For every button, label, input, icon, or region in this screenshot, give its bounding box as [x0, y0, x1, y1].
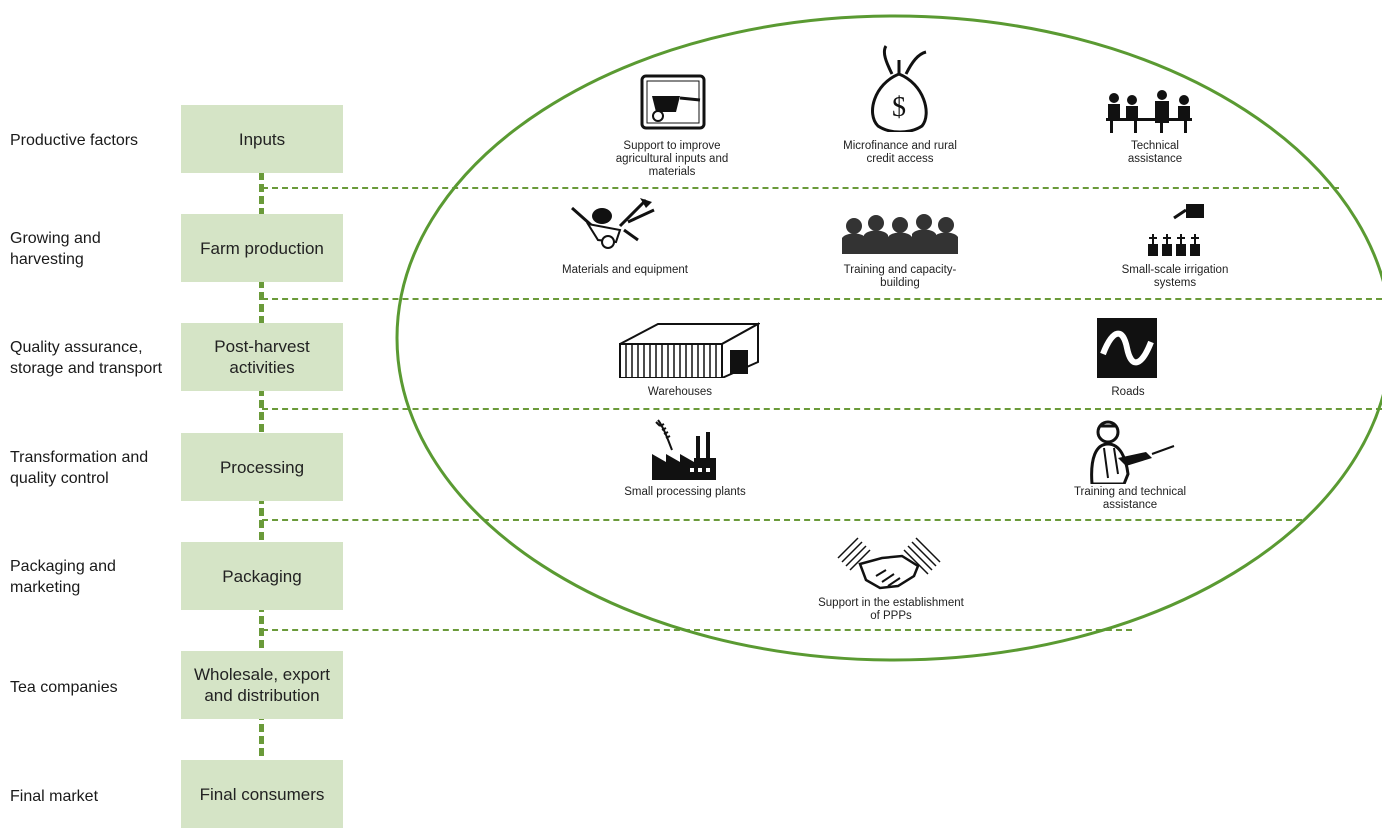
- stage-box-processing: Processing: [181, 433, 343, 501]
- category-transformation: Transformation and quality control: [10, 449, 149, 487]
- separator-line: [262, 187, 1339, 189]
- svg-text:$: $: [892, 92, 906, 123]
- caption-ppps: Support in the establishment of PPPs: [818, 597, 964, 622]
- stage-box-packaging: Packaging: [181, 542, 343, 610]
- caption-warehouses: Warehouses: [647, 386, 713, 398]
- caption-processing-plants: Small processing plants: [624, 486, 746, 498]
- caption-agri-inputs: Support to improve agricultural inputs a…: [615, 140, 729, 178]
- meeting-icon: [1106, 90, 1192, 133]
- watering-can-icon: [1148, 204, 1204, 256]
- caption-microfinance: Microfinance and rural credit access: [843, 140, 957, 165]
- separator-line: [262, 408, 1382, 410]
- stage-box-inputs: Inputs: [181, 105, 343, 173]
- warehouse-icon: [619, 322, 760, 378]
- caption-technical-assistance: Technical assistance: [1127, 140, 1183, 165]
- stage-box-wholesale: Wholesale, export and distribution: [181, 651, 343, 719]
- crowd-icon: [842, 214, 958, 254]
- wheelbarrow-tools-icon: [571, 198, 655, 249]
- category-packaging-marketing: Packaging and marketing: [10, 558, 116, 596]
- category-tea-companies: Tea companies: [10, 679, 118, 696]
- stage-box-farm-production: Farm production: [181, 214, 343, 282]
- stage-box-post-harvest: Post-harvest activities: [181, 323, 343, 391]
- category-quality-storage: Quality assurance, storage and transport: [10, 339, 163, 377]
- caption-training-capacity: Training and capacity-building: [843, 264, 957, 289]
- separator-line: [262, 629, 1132, 631]
- money-bag-icon: $: [871, 45, 928, 132]
- separator-line: [262, 298, 1382, 300]
- stage-box-final-consumers: Final consumers: [181, 760, 343, 828]
- wheelbarrow-box-icon: [640, 74, 706, 130]
- separator-line: [262, 519, 1302, 521]
- caption-roads: Roads: [1111, 386, 1145, 398]
- handshake-icon: [837, 537, 941, 590]
- worker-drill-icon: [1090, 420, 1175, 484]
- category-productive-factors: Productive factors: [10, 132, 139, 149]
- caption-irrigation: Small-scale irrigation systems: [1121, 264, 1229, 289]
- factory-icon: [652, 419, 716, 480]
- category-growing-harvesting: Growing and harvesting: [10, 230, 101, 268]
- road-icon: [1097, 318, 1157, 378]
- caption-materials-equipment: Materials and equipment: [562, 264, 688, 276]
- caption-training-technical: Training and technical assistance: [1073, 486, 1187, 511]
- category-final-market: Final market: [10, 788, 99, 805]
